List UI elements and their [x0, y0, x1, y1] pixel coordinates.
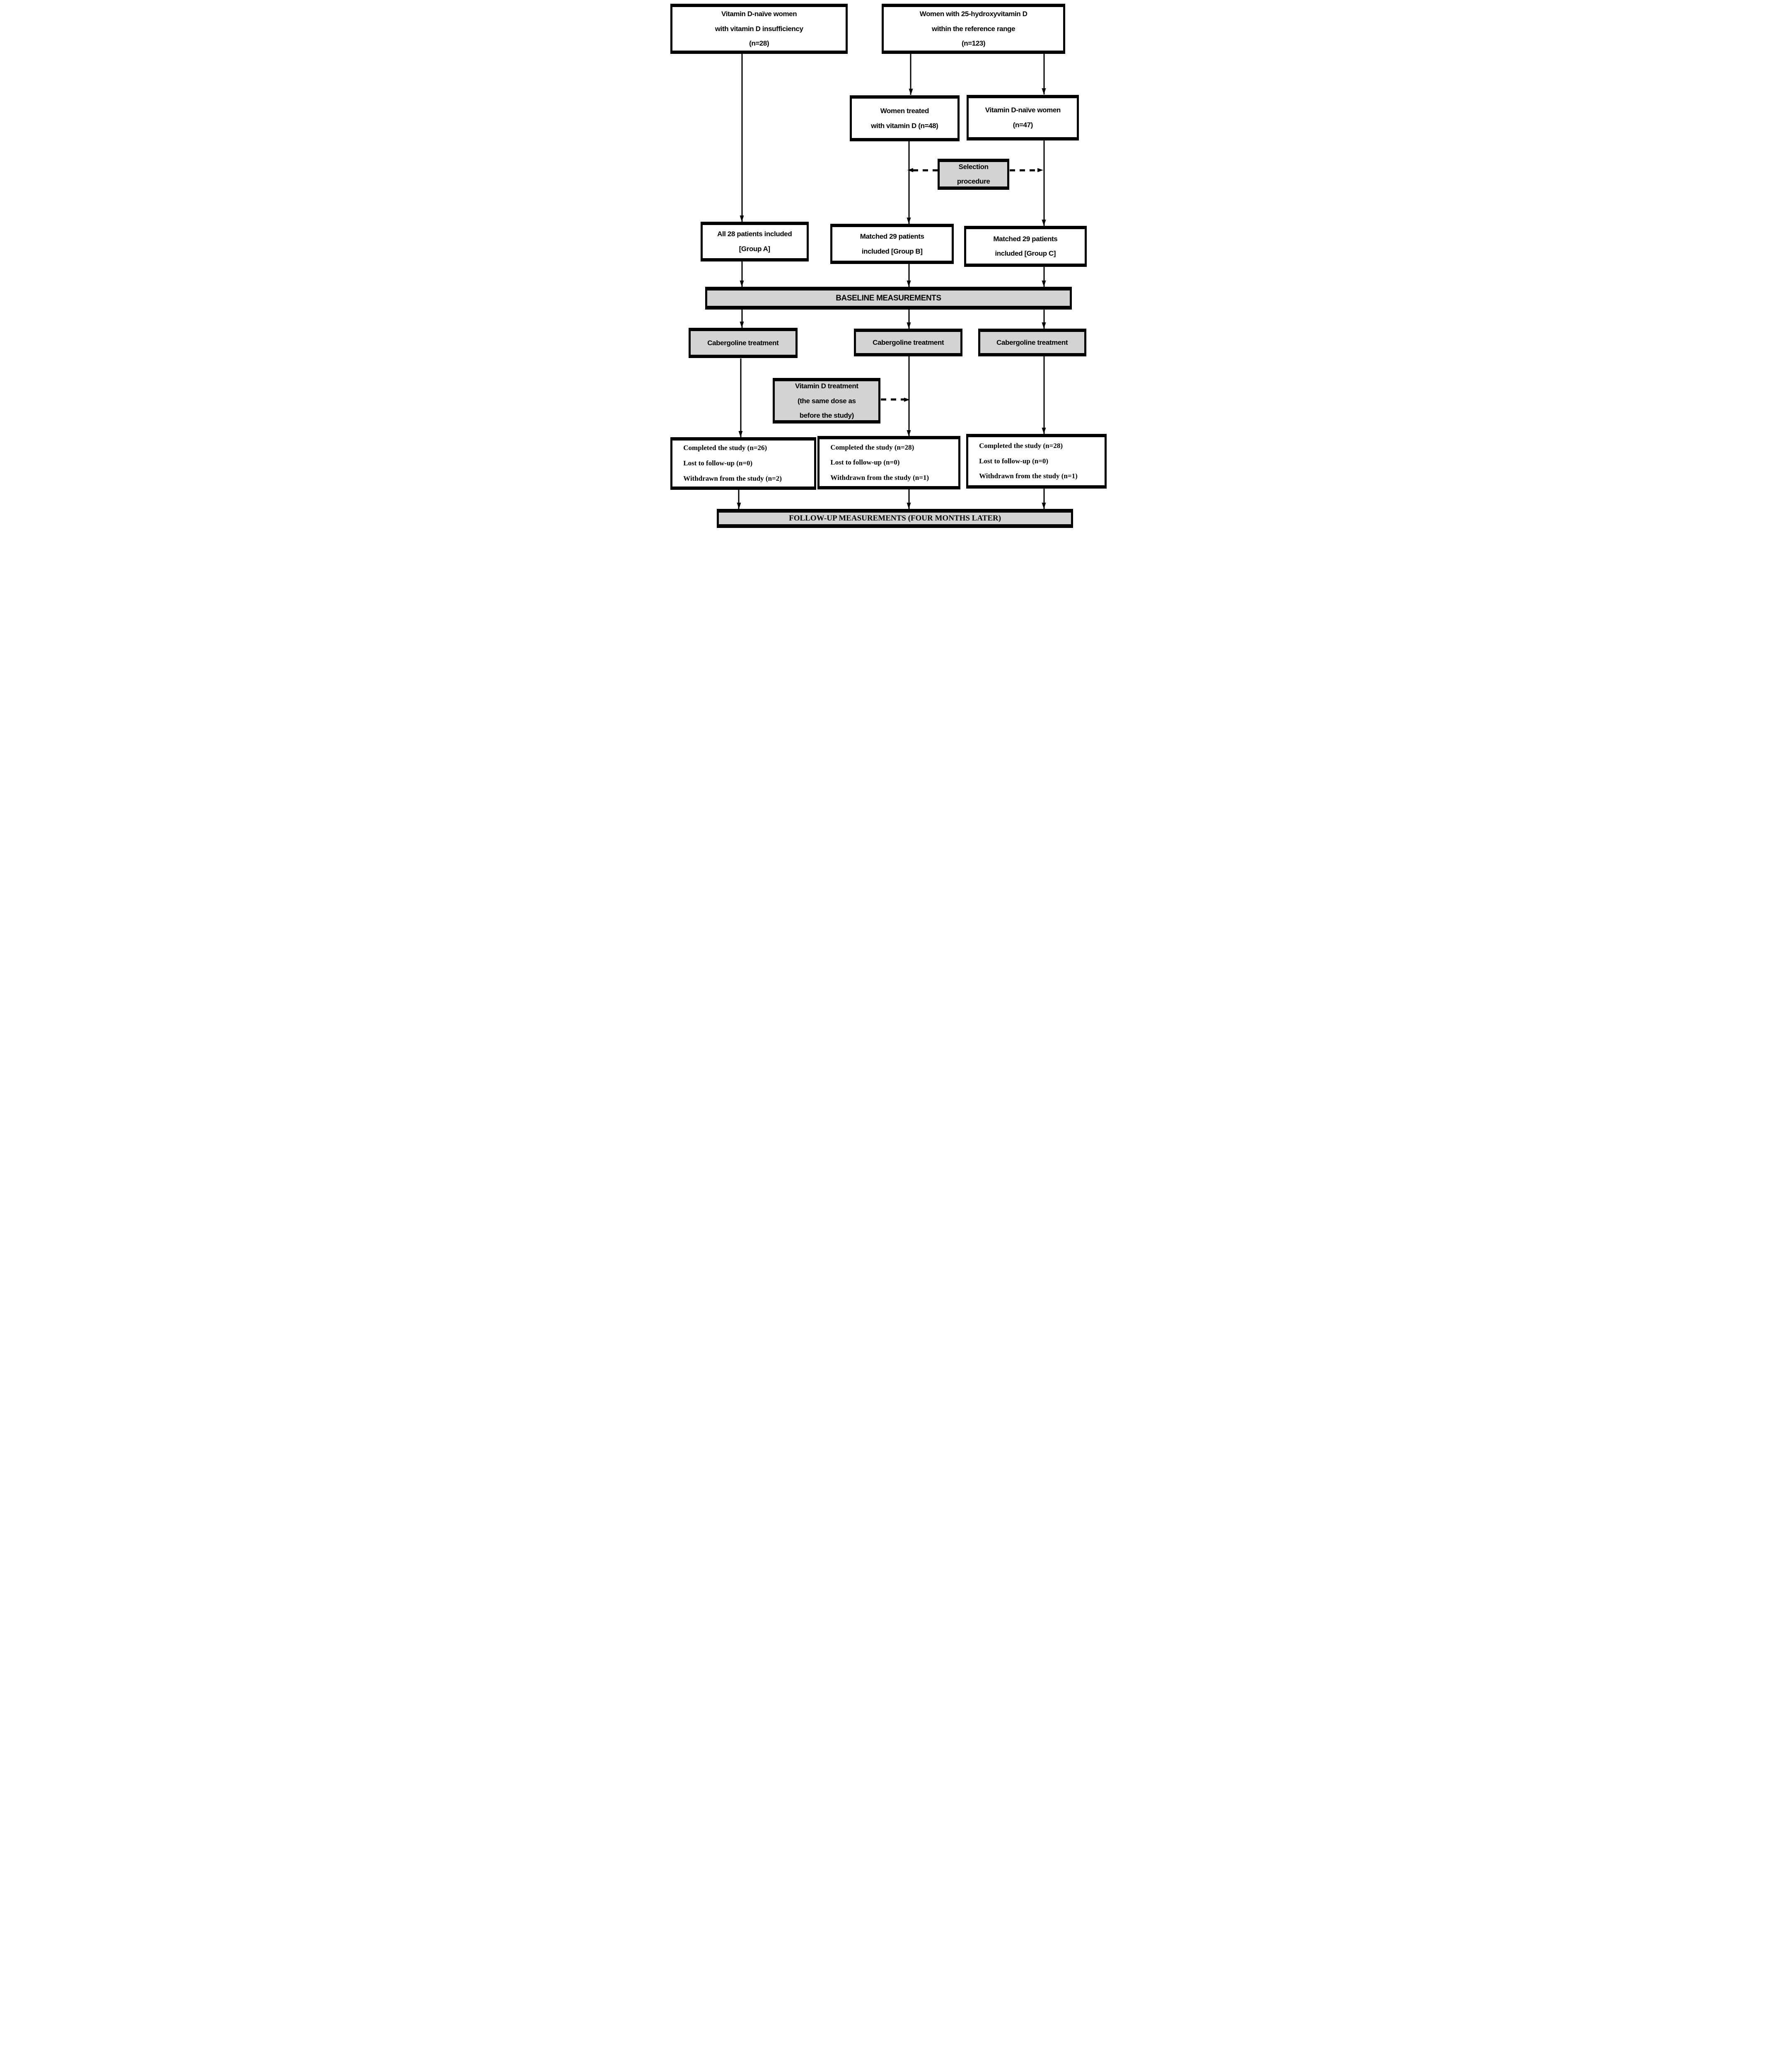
arrowhead-down-icon — [907, 322, 911, 329]
box-text-line: Withdrawn from the study (n=2) — [683, 474, 782, 482]
arrow-treated-to-group-b — [907, 141, 911, 224]
box-text-line: Cabergoline treatment — [873, 339, 944, 347]
arrow-reference-to-naive47 — [1042, 53, 1046, 95]
bar-text: BASELINE MEASUREMENTS — [836, 293, 941, 303]
box-text-line: with vitamin D insufficiency — [715, 24, 803, 33]
box-outcome-group-a: Completed the study (n=26) Lost to follo… — [670, 437, 816, 490]
box-text-line: Matched 29 patients — [993, 235, 1058, 243]
arrowhead-right-icon — [1037, 168, 1043, 172]
box-text-line: All 28 patients included — [717, 230, 792, 238]
dashed-arrow-selection-right — [1010, 168, 1043, 172]
box-text-line: Selection — [958, 162, 989, 171]
arrowhead-down-icon — [738, 431, 743, 438]
flow-diagram: Vitamin D-naïve women with vitamin D ins… — [666, 0, 1111, 536]
arrowhead-down-icon — [907, 217, 911, 224]
box-text-line: Lost to follow-up (n=0) — [830, 458, 900, 467]
box-cabergoline-treatment-c: Cabergoline treatment — [978, 329, 1086, 357]
box-text-line: Women with 25-hydroxyvitamin D — [919, 10, 1028, 18]
arrow-group-a-to-baseline — [740, 261, 744, 287]
box-text-line: (n=47) — [1013, 121, 1033, 129]
box-reference-range: Women with 25-hydroxyvitamin D within th… — [882, 3, 1065, 54]
arrowhead-down-icon — [1042, 88, 1046, 95]
box-text-line: included [Group B] — [861, 247, 923, 255]
box-outcome-group-c: Completed the study (n=28) Lost to follo… — [966, 434, 1107, 489]
box-text-line: Completed the study (n=26) — [683, 444, 767, 452]
arrowhead-down-icon — [909, 89, 913, 95]
box-text-line: [Group A] — [739, 245, 770, 253]
box-text-line: Women treated — [880, 107, 929, 115]
box-text-line: (n=28) — [749, 39, 769, 48]
arrowhead-down-icon — [907, 430, 911, 436]
arrow-naive-to-group-a — [740, 53, 744, 222]
arrowhead-right-icon — [904, 397, 910, 402]
box-text-line: Withdrawn from the study (n=1) — [979, 472, 1078, 480]
arrow-cabergoline-a-to-outcome-a — [738, 358, 743, 438]
dashed-arrow-selection-left — [907, 168, 938, 172]
arrow-outcome-b-to-followup — [907, 489, 911, 509]
box-text-line: Cabergoline treatment — [996, 339, 1068, 347]
box-text-line: Completed the study (n=28) — [830, 443, 914, 451]
arrow-reference-to-treated — [909, 53, 913, 95]
box-text-line: Completed the study (n=28) — [979, 442, 1063, 450]
arrow-outcome-c-to-followup — [1042, 488, 1046, 509]
arrowhead-down-icon — [740, 281, 744, 287]
box-text-line: with vitamin D (n=48) — [871, 121, 938, 130]
arrow-cabergoline-b-to-outcome-b — [907, 356, 911, 436]
box-vitamin-d-treatment: Vitamin D treatment (the same dose as be… — [773, 378, 881, 424]
box-text-line: included [Group C] — [995, 249, 1056, 258]
box-text-line: Vitamin D-naïve women — [721, 10, 797, 18]
arrow-cabergoline-c-to-outcome-c — [1042, 356, 1046, 434]
arrowhead-down-icon — [737, 502, 741, 509]
arrow-outcome-a-to-followup — [737, 489, 741, 509]
box-text-line: Vitamin D treatment — [795, 382, 858, 390]
box-text-line: before the study) — [799, 411, 854, 420]
box-outcome-group-b: Completed the study (n=28) Lost to follo… — [817, 436, 960, 490]
box-text-line: Matched 29 patients — [860, 232, 924, 240]
box-text-line: (the same dose as — [798, 397, 856, 405]
box-text-line: (n=123) — [962, 39, 986, 48]
arrow-group-b-to-baseline — [907, 264, 911, 287]
arrowhead-left-icon — [907, 168, 914, 172]
box-group-b: Matched 29 patients included [Group B] — [830, 223, 954, 264]
box-women-treated-vitd: Women treated with vitamin D (n=48) — [849, 95, 960, 142]
box-text-line: procedure — [957, 177, 990, 186]
arrow-baseline-to-cabergoline-a — [740, 310, 744, 328]
arrowhead-down-icon — [740, 215, 744, 222]
box-vitamin-d-naive-insufficiency: Vitamin D-naïve women with vitamin D ins… — [670, 3, 848, 54]
box-text-line: Lost to follow-up (n=0) — [979, 457, 1049, 465]
arrow-baseline-to-cabergoline-c — [1042, 310, 1046, 329]
arrowhead-down-icon — [1042, 219, 1046, 226]
arrowhead-down-icon — [1042, 281, 1046, 287]
bar-baseline-measurements: BASELINE MEASUREMENTS — [705, 287, 1072, 310]
box-cabergoline-treatment-a: Cabergoline treatment — [688, 328, 798, 358]
box-text-line: Vitamin D-naïve women — [985, 106, 1061, 114]
box-text-line: Withdrawn from the study (n=1) — [830, 473, 929, 482]
box-cabergoline-treatment-b: Cabergoline treatment — [853, 329, 963, 357]
arrowhead-down-icon — [740, 322, 744, 328]
arrowhead-down-icon — [1042, 502, 1046, 509]
box-text-line: within the reference range — [932, 24, 1015, 33]
box-text-line: Cabergoline treatment — [707, 339, 779, 347]
dashed-arrow-vitd-treatment-right — [881, 397, 910, 402]
bar-followup-measurements: FOLLOW-UP MEASUREMENTS (FOUR MONTHS LATE… — [716, 508, 1073, 528]
box-group-c: Matched 29 patients included [Group C] — [964, 225, 1087, 267]
box-selection-procedure: Selection procedure — [938, 158, 1009, 190]
arrowhead-down-icon — [1042, 428, 1046, 434]
box-group-a: All 28 patients included [Group A] — [700, 221, 809, 262]
arrow-group-c-to-baseline — [1042, 266, 1046, 287]
arrowhead-down-icon — [907, 502, 911, 509]
arrow-naive47-to-group-c — [1042, 140, 1046, 226]
bar-text: FOLLOW-UP MEASUREMENTS (FOUR MONTHS LATE… — [789, 513, 1001, 523]
arrow-baseline-to-cabergoline-b — [907, 310, 911, 329]
box-vitamin-d-naive-47: Vitamin D-naïve women (n=47) — [967, 94, 1079, 140]
arrowhead-down-icon — [907, 281, 911, 287]
arrowhead-down-icon — [1042, 322, 1046, 329]
box-text-line: Lost to follow-up (n=0) — [683, 459, 753, 467]
